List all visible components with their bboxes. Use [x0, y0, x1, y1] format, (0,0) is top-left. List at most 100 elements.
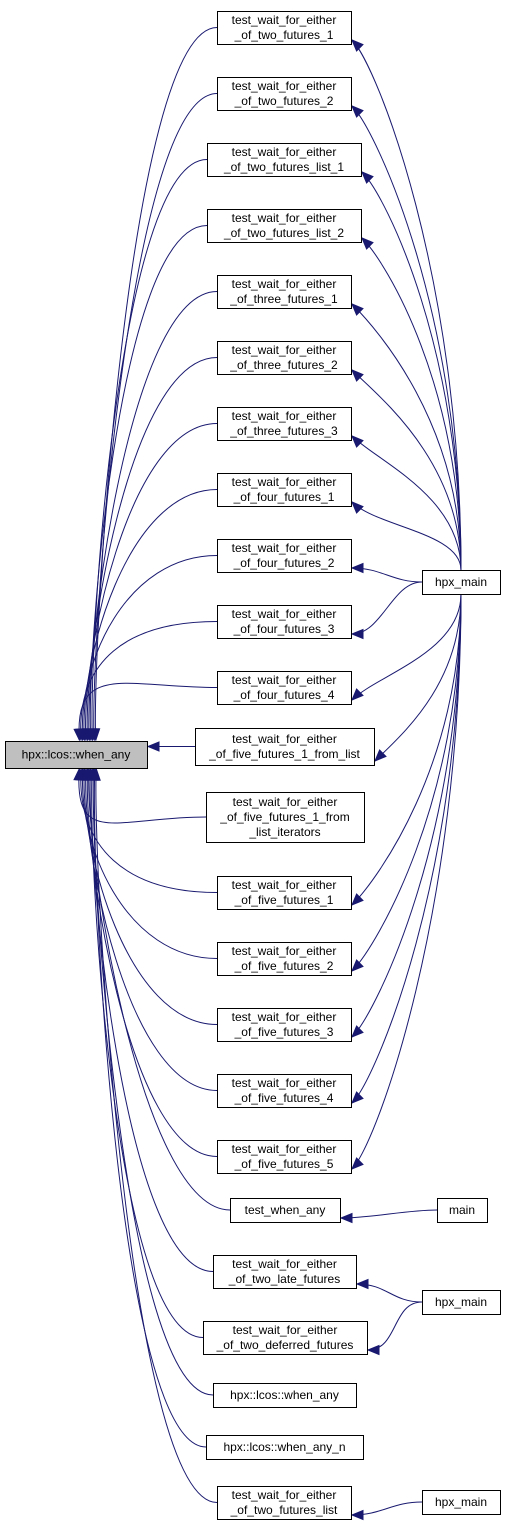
edge-d1-c14: [351, 593, 462, 906]
edge-c18-root: [86, 768, 218, 1157]
edge-c24-root: [95, 768, 218, 1503]
node-c1[interactable]: test_wait_for_either_of_two_futures_1: [217, 11, 352, 45]
edge-c23-root: [93, 768, 207, 1448]
node-box: [217, 275, 352, 309]
edge-d1-c6: [351, 369, 462, 571]
node-c5[interactable]: test_wait_for_either_of_three_futures_1: [217, 275, 352, 309]
node-c15[interactable]: test_wait_for_either_of_five_futures_2: [217, 942, 352, 976]
node-c20[interactable]: test_wait_for_either_of_two_late_futures: [213, 1255, 357, 1289]
node-label: _of_two_late_futures: [228, 1272, 340, 1286]
node-c17[interactable]: test_wait_for_either_of_five_futures_4: [217, 1074, 352, 1108]
node-label: test_wait_for_either: [232, 277, 337, 291]
node-box: [217, 341, 352, 375]
edge-c4-root: [89, 225, 208, 741]
edge-c5-root: [88, 291, 218, 741]
edge-d1-c5-arrowhead: [351, 303, 364, 316]
edge-c22-root: [92, 768, 214, 1396]
node-d4[interactable]: hpx_main: [422, 1490, 501, 1515]
edge-d1-c1: [351, 39, 462, 571]
edge-d1-c18: [351, 593, 462, 1170]
node-box: [217, 671, 352, 705]
node-c2[interactable]: test_wait_for_either_of_two_futures_2: [217, 77, 352, 111]
edge-c9-root: [81, 555, 218, 741]
node-c18[interactable]: test_wait_for_either_of_five_futures_5: [217, 1140, 352, 1174]
edges: [73, 27, 462, 1521]
node-label: _of_three_futures_2: [229, 358, 338, 372]
node-label: test_wait_for_either: [233, 1323, 338, 1337]
node-c7[interactable]: test_wait_for_either_of_three_futures_3: [217, 407, 352, 441]
node-label: _of_two_futures_list: [230, 1503, 338, 1517]
node-c23[interactable]: hpx::lcos::when_any_n: [206, 1435, 364, 1460]
edge-d1-c14-arrowhead: [351, 893, 364, 906]
node-c11[interactable]: test_wait_for_either_of_four_futures_4: [217, 671, 352, 705]
node-c4[interactable]: test_wait_for_either_of_two_futures_list…: [207, 209, 362, 243]
node-box: [217, 1074, 352, 1108]
node-d2[interactable]: main: [437, 1198, 488, 1223]
node-box: [217, 473, 352, 507]
edge-d1-c3: [361, 171, 462, 571]
node-label: test_wait_for_either: [232, 607, 337, 621]
node-c24[interactable]: test_wait_for_either_of_two_futures_list: [217, 1486, 352, 1520]
node-c21[interactable]: test_wait_for_either_of_two_deferred_fut…: [203, 1321, 368, 1355]
node-label: _of_five_futures_1_from_list: [208, 747, 360, 761]
node-label: test_when_any: [245, 1203, 326, 1217]
node-label: test_wait_for_either: [232, 145, 337, 159]
edge-d1-c5: [351, 303, 462, 571]
edge-c1-root: [94, 27, 218, 741]
node-box: [207, 143, 362, 177]
edge-d1-c15-arrowhead: [351, 959, 364, 972]
node-c3[interactable]: test_wait_for_either_of_two_futures_list…: [207, 143, 362, 177]
node-label: main: [449, 1203, 475, 1217]
node-c6[interactable]: test_wait_for_either_of_three_futures_2: [217, 341, 352, 375]
node-d3[interactable]: hpx_main: [422, 1290, 501, 1315]
node-label: _of_three_futures_1: [229, 292, 338, 306]
node-label: test_wait_for_either: [232, 343, 337, 357]
edge-d1-c9-arrowhead: [350, 562, 364, 574]
edge-c11-root-arrowhead: [73, 728, 84, 742]
node-label: test_wait_for_either: [232, 944, 337, 958]
node-c22[interactable]: hpx::lcos::when_any: [213, 1383, 357, 1408]
node-box: [217, 1140, 352, 1174]
node-c8[interactable]: test_wait_for_either_of_four_futures_1: [217, 473, 352, 507]
node-label: test_wait_for_either: [232, 13, 337, 27]
edge-d4-c24-arrowhead: [350, 1509, 364, 1521]
node-label: test_wait_for_either: [232, 1488, 337, 1502]
edge-d1-c18-arrowhead: [351, 1157, 364, 1170]
node-d1[interactable]: hpx_main: [422, 570, 501, 595]
node-c13[interactable]: test_wait_for_either_of_five_futures_1_f…: [206, 792, 365, 843]
node-c10[interactable]: test_wait_for_either_of_four_futures_3: [217, 605, 352, 639]
edge-d1-c15: [351, 593, 462, 972]
node-c12[interactable]: test_wait_for_either_of_five_futures_1_f…: [195, 728, 375, 766]
node-label: test_wait_for_either: [232, 541, 337, 555]
edge-c10-root: [80, 621, 218, 741]
node-label: test_wait_for_either: [232, 211, 337, 225]
edge-d1-c10-arrowhead: [350, 628, 364, 640]
node-c14[interactable]: test_wait_for_either_of_five_futures_1: [217, 876, 352, 910]
edge-d1-c17-arrowhead: [351, 1091, 364, 1104]
node-label: _list_iterators: [248, 825, 320, 839]
edge-d1-c7-arrowhead: [351, 435, 364, 448]
node-label: _of_five_futures_1_from: [219, 810, 349, 824]
node-box: [217, 942, 352, 976]
node-c16[interactable]: test_wait_for_either_of_five_futures_3: [217, 1008, 352, 1042]
node-box: [230, 1198, 341, 1223]
node-label: hpx::lcos::when_any_n: [223, 1440, 345, 1454]
node-label: _of_four_futures_2: [233, 556, 335, 570]
edge-d1-c10: [351, 581, 423, 635]
node-label: _of_four_futures_1: [233, 490, 335, 504]
node-root[interactable]: hpx::lcos::when_any: [5, 741, 148, 769]
node-label: _of_five_futures_5: [234, 1157, 334, 1171]
node-label: _of_three_futures_3: [229, 424, 338, 438]
edge-d1-c2-arrowhead: [351, 105, 364, 118]
node-label: test_wait_for_either: [233, 795, 338, 809]
edge-c21-root: [91, 768, 204, 1338]
node-c19[interactable]: test_when_any: [230, 1198, 341, 1223]
edge-d1-c11-arrowhead: [351, 688, 364, 701]
node-label: _of_five_futures_1: [234, 893, 334, 907]
node-c9[interactable]: test_wait_for_either_of_four_futures_2: [217, 539, 352, 573]
node-box: [422, 1490, 501, 1515]
edge-c12-root-arrowhead: [146, 741, 160, 752]
node-box: [217, 1008, 352, 1042]
node-box: [217, 539, 352, 573]
